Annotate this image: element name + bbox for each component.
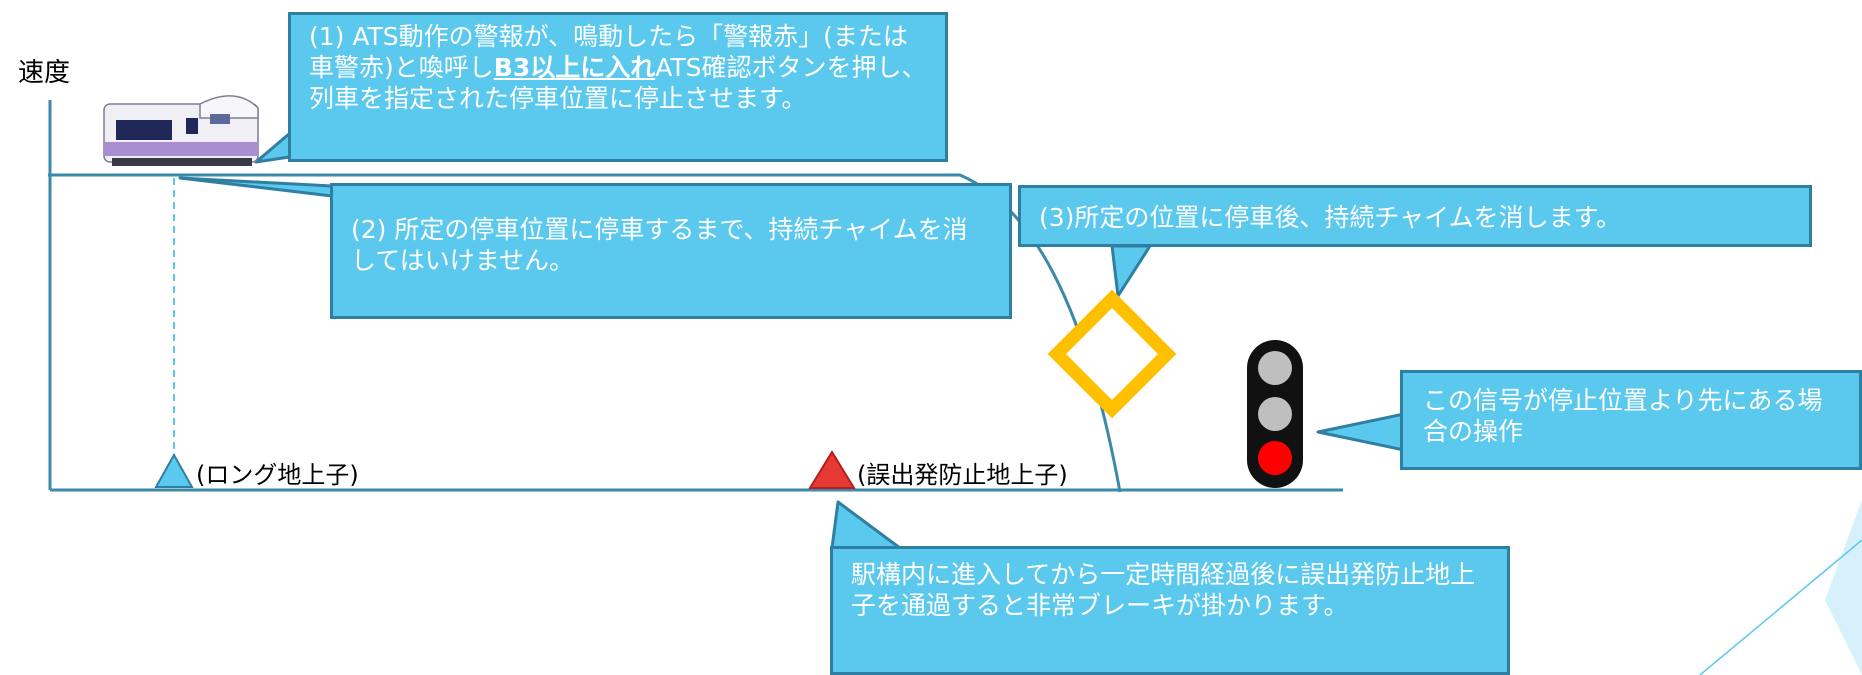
callout-5-tail xyxy=(830,500,902,550)
long-marker-label: (ロング地上子) xyxy=(196,461,359,489)
callout-2-text: (2) 所定の停車位置に停車するまで、持続チャイムを消してはいけません。 xyxy=(351,215,968,275)
callout-3-text: (3)所定の位置に停車後、持続チャイムを消します。 xyxy=(1039,203,1622,232)
corner-line xyxy=(1699,539,1862,675)
callout-1-text-part2: ATS確認ボタンを押し、列車を指定された停車位置に停止させます。 xyxy=(309,53,927,113)
long-marker-icon xyxy=(154,452,194,488)
callout-2: (2) 所定の停車位置に停車するまで、持続チャイムを消してはいけません。 xyxy=(330,183,1012,319)
diamond-sign-icon xyxy=(1047,289,1177,419)
callout-4: この信号が停止位置より先にある場合の操作 xyxy=(1400,370,1862,470)
gohatsu-marker-icon xyxy=(808,450,856,489)
callout-5: 駅構内に進入してから一定時間経過後に誤出発防止地上子を通過すると非常ブレーキが掛… xyxy=(830,546,1510,675)
callout-1: (1) ATS動作の警報が、鳴動したら「警報赤」(または車警赤)と喚呼しB3以上… xyxy=(288,12,948,162)
callout-3: (3)所定の位置に停車後、持続チャイムを消します。 xyxy=(1018,185,1812,247)
corner-decoration xyxy=(1825,500,1862,675)
gohatsu-marker-label: (誤出発防止地上子) xyxy=(857,461,1068,489)
callout-1-emphasis: B3以上に入れ xyxy=(493,53,656,82)
callout-4-text: この信号が停止位置より先にある場合の操作 xyxy=(1423,386,1823,446)
callout-5-text: 駅構内に進入してから一定時間経過後に誤出発防止地上子を通過すると非常ブレーキが掛… xyxy=(851,560,1476,620)
train-icon xyxy=(103,95,259,166)
callout-2-tail xyxy=(178,176,334,198)
callout-4-tail xyxy=(1316,412,1406,452)
y-axis-label: 速度 xyxy=(18,58,71,88)
red-signal-icon xyxy=(1247,340,1303,488)
callout-1-text-part1: (1) ATS動作の警報が、鳴動したら「警報赤」(または車警赤)と喚呼し xyxy=(309,22,908,82)
callout-3-tail xyxy=(1110,244,1152,298)
